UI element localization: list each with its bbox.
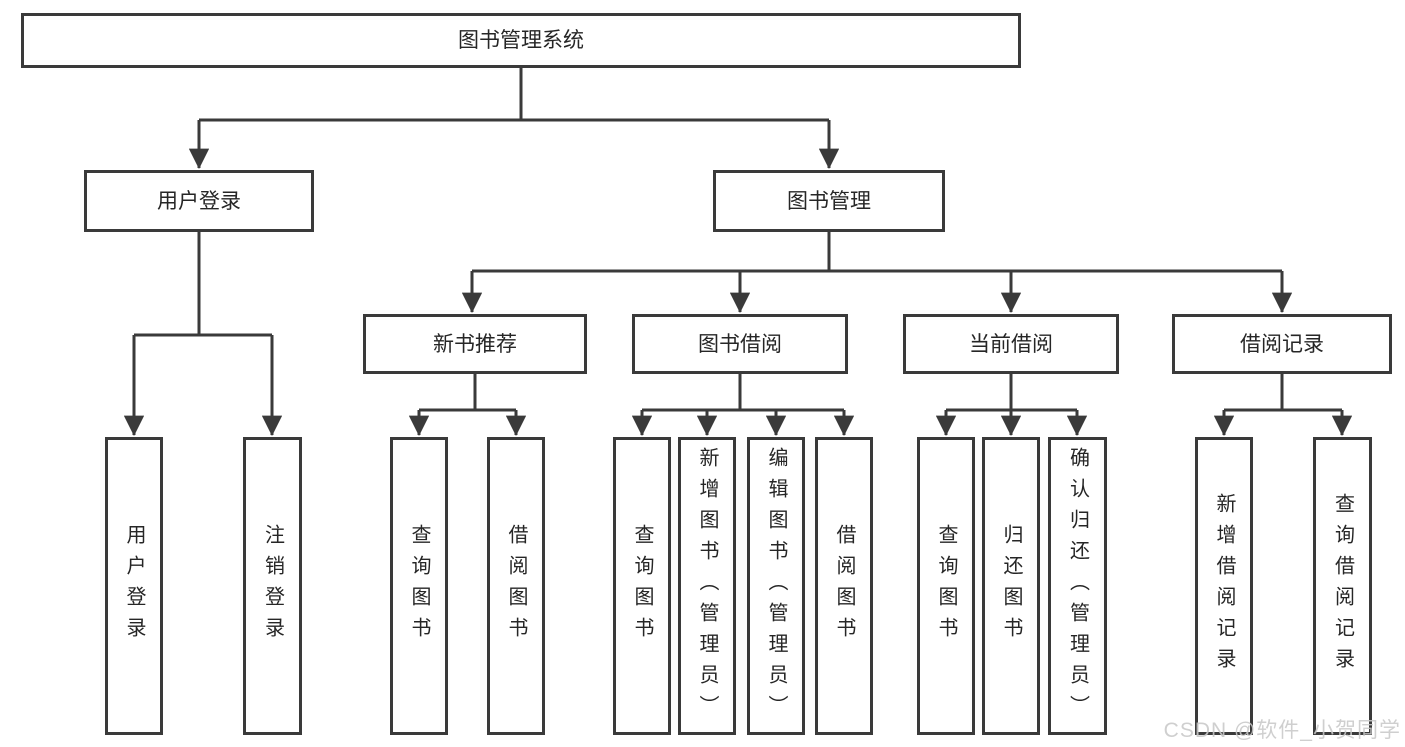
node-user-login: 用户登录 [84, 170, 314, 232]
node-user-login-label: 用户登录 [157, 189, 241, 213]
node-current-borrow: 当前借阅 [903, 314, 1119, 374]
node-book-mgmt-label: 图书管理 [787, 189, 871, 213]
node-br-query-label: 查询借阅记录 [1331, 493, 1354, 679]
node-cb-confirm: 确认归还（管理员） [1048, 437, 1107, 735]
node-nb-query-label: 查询图书 [408, 524, 430, 648]
trunk-new-books [419, 374, 516, 412]
trunk-book-borrow [642, 374, 844, 412]
node-new-books-label: 新书推荐 [433, 332, 517, 356]
node-cb-return-label: 归还图书 [1000, 524, 1022, 648]
trunk-book-mgmt [472, 232, 1282, 273]
trunk-root [199, 68, 829, 122]
node-bb-query: 查询图书 [613, 437, 671, 735]
node-br-query: 查询借阅记录 [1313, 437, 1372, 735]
node-user-login-leaf: 用户登录 [105, 437, 163, 735]
node-cb-confirm-label: 确认归还（管理员） [1066, 446, 1089, 726]
csdn-watermark: CSDN @软件_小贺同学 [1163, 719, 1401, 742]
node-current-borrow-label: 当前借阅 [969, 332, 1053, 356]
node-cb-query: 查询图书 [917, 437, 975, 735]
trunk-current-borrow [946, 374, 1077, 412]
node-cb-return: 归还图书 [982, 437, 1040, 735]
trunk-borrow-records [1224, 374, 1342, 412]
node-book-borrow-label: 图书借阅 [698, 332, 782, 356]
node-bb-borrow: 借阅图书 [815, 437, 873, 735]
node-book-mgmt: 图书管理 [713, 170, 945, 232]
trunk-user-login [134, 232, 272, 337]
node-bb-edit: 编辑图书（管理员） [747, 437, 805, 735]
node-borrow-records-label: 借阅记录 [1240, 332, 1324, 356]
node-new-books: 新书推荐 [363, 314, 587, 374]
node-root: 图书管理系统 [21, 13, 1021, 68]
node-bb-add: 新增图书（管理员） [678, 437, 736, 735]
node-borrow-records: 借阅记录 [1172, 314, 1392, 374]
node-nb-query: 查询图书 [390, 437, 448, 735]
node-user-login-leaf-label: 用户登录 [123, 524, 145, 648]
node-logout-leaf-label: 注销登录 [261, 524, 284, 648]
node-nb-borrow-label: 借阅图书 [505, 524, 527, 648]
node-nb-borrow: 借阅图书 [487, 437, 545, 735]
node-bb-edit-label: 编辑图书（管理员） [765, 446, 787, 726]
node-br-add: 新增借阅记录 [1195, 437, 1253, 735]
node-cb-query-label: 查询图书 [935, 524, 957, 648]
node-book-borrow: 图书借阅 [632, 314, 848, 374]
node-bb-borrow-label: 借阅图书 [833, 524, 855, 648]
node-bb-query-label: 查询图书 [631, 524, 653, 648]
node-root-label: 图书管理系统 [458, 29, 584, 52]
node-logout-leaf: 注销登录 [243, 437, 302, 735]
node-br-add-label: 新增借阅记录 [1213, 493, 1235, 679]
node-bb-add-label: 新增图书（管理员） [696, 446, 718, 726]
